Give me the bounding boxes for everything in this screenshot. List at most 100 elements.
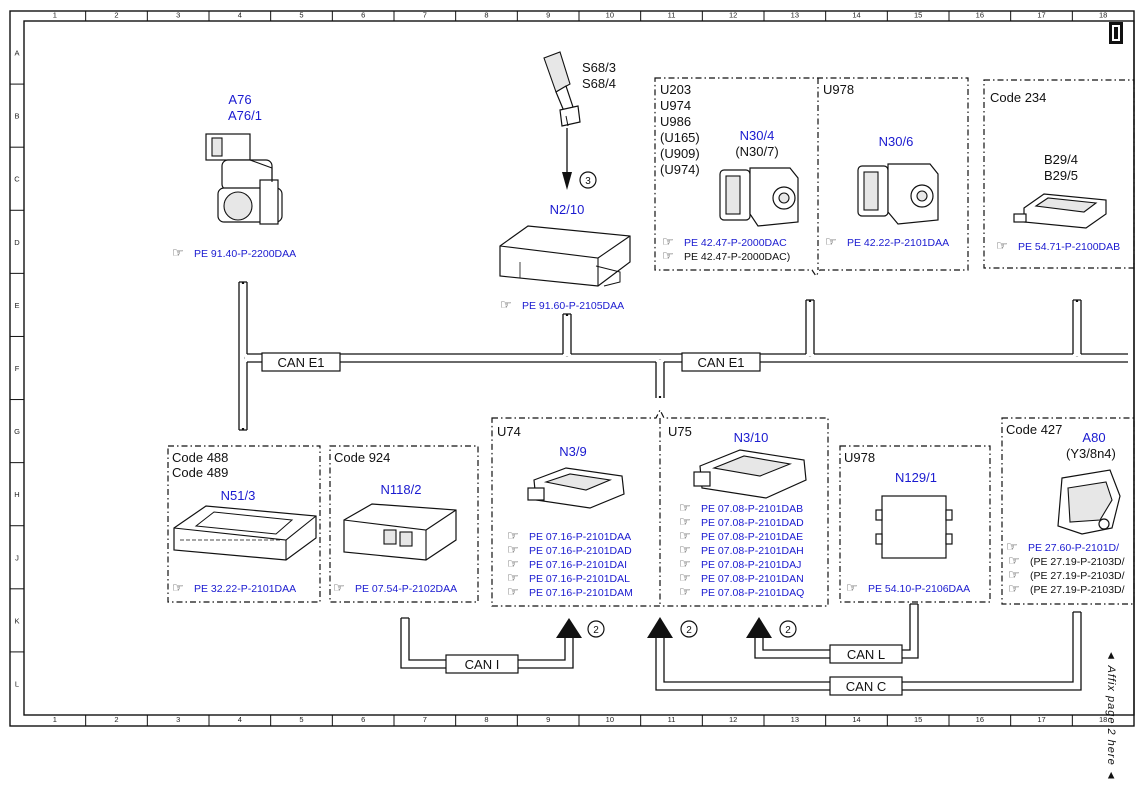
column-number-bottom: 14 — [852, 715, 860, 724]
reference-link[interactable]: PE 07.08-P-2101DAJ — [701, 559, 801, 571]
column-number-top: 17 — [1037, 11, 1045, 20]
svg-text:2: 2 — [785, 625, 791, 636]
reference-link[interactable]: PE 07.08-P-2101DAN — [701, 573, 804, 585]
can-l-ref-marker: 2 — [779, 620, 797, 638]
reference-link[interactable]: PE 07.16-P-2101DAD — [529, 545, 632, 557]
seatbelt-ref-marker: 3 — [579, 171, 597, 189]
document-pointer-icon: ☞ — [507, 570, 519, 585]
column-number-bottom: 18 — [1099, 715, 1107, 724]
svg-text:B29/4: B29/4 — [1044, 152, 1078, 167]
svg-text:Code 489: Code 489 — [172, 465, 228, 480]
column-number-top: 2 — [114, 11, 118, 20]
svg-text:PE 07.54-P-2102DAA: PE 07.54-P-2102DAA — [355, 583, 457, 595]
column-number-bottom: 15 — [914, 715, 922, 724]
reference-link[interactable]: PE 07.16-P-2101DAL — [529, 573, 630, 585]
control-module-icon — [875, 495, 953, 559]
svg-text:A76/1: A76/1 — [228, 108, 262, 123]
document-pointer-icon: ☞ — [679, 500, 691, 515]
hydraulic-unit-icon — [719, 167, 799, 227]
row-letter: L — [15, 679, 19, 688]
column-number-bottom: 10 — [606, 715, 614, 724]
column-number-bottom: 12 — [729, 715, 737, 724]
svg-text:PE 42.47-P-2000DAC: PE 42.47-P-2000DAC — [684, 237, 787, 249]
document-pointer-icon: ☞ — [507, 542, 519, 557]
book-icon — [1109, 22, 1123, 44]
reference-link[interactable]: PE 07.08-P-2101DAE — [701, 531, 803, 543]
n3-10-engine-control-unit: U75 N3/10 ☞PE 07.08-P-2101DAB☞PE 07.08-P… — [668, 424, 807, 599]
reference-link[interactable]: PE 07.08-P-2101DAD — [701, 517, 804, 529]
svg-text:(N30/7): (N30/7) — [735, 144, 778, 159]
reference-link[interactable]: PE 07.08-P-2101DAB — [701, 503, 803, 515]
document-pointer-icon: ☞ — [662, 248, 674, 263]
svg-text:(Y3/8n4): (Y3/8n4) — [1066, 446, 1116, 461]
svg-text:3: 3 — [585, 176, 591, 187]
column-number-bottom: 7 — [423, 715, 427, 724]
document-pointer-icon: ☞ — [679, 570, 691, 585]
group-box-u203-u978 — [654, 77, 969, 278]
s68-seatbelt-buckle: S68/3 S68/4 — [543, 51, 616, 127]
can-l-arrow-icon — [746, 617, 772, 638]
document-pointer-icon: ☞ — [333, 580, 345, 595]
row-letter: K — [14, 616, 19, 625]
column-number-bottom: 3 — [176, 715, 180, 724]
svg-text:2: 2 — [593, 625, 599, 636]
can-c-ref-marker: 2 — [680, 620, 698, 638]
svg-text:N3/10: N3/10 — [734, 430, 769, 445]
column-number-top: 7 — [423, 11, 427, 20]
document-pointer-icon: ☞ — [825, 234, 837, 249]
document-pointer-icon: ☞ — [500, 297, 512, 312]
svg-text:U986: U986 — [660, 114, 691, 129]
svg-text:CAN C: CAN C — [846, 679, 886, 694]
column-number-top: 4 — [238, 11, 242, 20]
document-pointer-icon: ☞ — [172, 580, 184, 595]
column-number-top: 6 — [361, 11, 365, 20]
n118-2-control-unit: Code 924 N118/2 ☞ PE 07.54-P-2102DAA — [333, 450, 457, 595]
svg-text:CAN E1: CAN E1 — [698, 355, 745, 370]
svg-text:2: 2 — [686, 625, 692, 636]
document-pointer-icon: ☞ — [1006, 539, 1018, 554]
sensor-module-icon — [1013, 193, 1107, 229]
svg-text:PE 91.60-P-2105DAA: PE 91.60-P-2105DAA — [522, 300, 624, 312]
svg-text:Code 234: Code 234 — [990, 90, 1046, 105]
svg-text:A80: A80 — [1082, 430, 1105, 445]
reference-link[interactable]: PE 07.16-P-2101DAA — [529, 531, 631, 543]
row-letter: E — [14, 301, 19, 310]
svg-text:(PE 27.19-P-2103D/: (PE 27.19-P-2103D/ — [1030, 570, 1125, 582]
column-number-top: 5 — [299, 11, 303, 20]
document-pointer-icon: ☞ — [846, 580, 858, 595]
seatbelt-arrow-icon — [562, 172, 572, 190]
svg-text:PE 27.60-P-2101D/: PE 27.60-P-2101D/ — [1028, 542, 1119, 554]
reference-link[interactable]: PE 07.08-P-2101DAH — [701, 545, 804, 557]
hydraulic-unit-icon — [857, 163, 939, 225]
ecu-module-icon — [527, 467, 625, 509]
affix-page-note: ◄ Affix page 2 here ◄ — [1105, 650, 1117, 782]
n129-1-control-unit: U978 N129/1 ☞ PE 54.10-P-2106DAA — [844, 450, 970, 595]
column-number-bottom: 16 — [976, 715, 984, 724]
column-number-bottom: 17 — [1037, 715, 1045, 724]
svg-text:(PE 27.19-P-2103D/: (PE 27.19-P-2103D/ — [1030, 556, 1125, 568]
can-i-label: CAN I — [445, 654, 519, 674]
svg-text:PE 91.40-P-2200DAA: PE 91.40-P-2200DAA — [194, 248, 296, 260]
svg-text:PE 42.22-P-2101DAA: PE 42.22-P-2101DAA — [847, 237, 949, 249]
svg-text:N30/4: N30/4 — [740, 128, 775, 143]
group-box-code-924 — [329, 445, 479, 603]
column-number-top: 8 — [484, 11, 488, 20]
reference-link[interactable]: PE 07.16-P-2101DAM — [529, 587, 633, 599]
group-box-code-234 — [983, 79, 1135, 269]
row-letter: J — [15, 553, 19, 562]
ecu-module-icon — [693, 449, 807, 499]
column-number-top: 3 — [176, 11, 180, 20]
column-number-top: 15 — [914, 11, 922, 20]
valve-body-icon — [1057, 469, 1121, 535]
column-number-bottom: 13 — [791, 715, 799, 724]
svg-text:U978: U978 — [823, 82, 854, 97]
reference-link[interactable]: PE 07.08-P-2101DAQ — [701, 587, 804, 599]
n3-10-reference-list: ☞PE 07.08-P-2101DAB☞PE 07.08-P-2101DAD☞P… — [679, 500, 804, 599]
reference-link[interactable]: PE 07.16-P-2101DAI — [529, 559, 627, 571]
n51-3-control-unit: Code 488 Code 489 N51/3 ☞ PE 32.22-P-210… — [172, 450, 317, 595]
document-pointer-icon: ☞ — [507, 528, 519, 543]
document-pointer-icon: ☞ — [507, 556, 519, 571]
document-pointer-icon: ☞ — [662, 234, 674, 249]
